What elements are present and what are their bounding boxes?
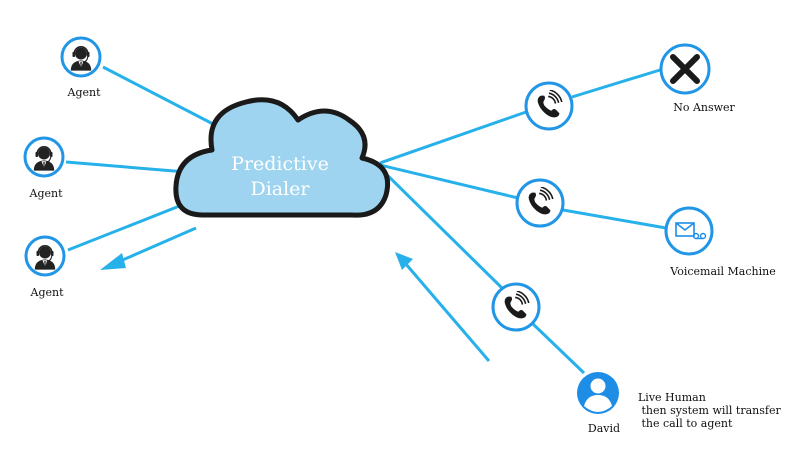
phone-ringing-icon [524, 81, 574, 131]
human-description: Live Human then system will transfer the… [638, 391, 781, 430]
x-mark-icon [659, 43, 711, 95]
phone-ringing-icon [515, 178, 565, 228]
link-voicemail [562, 208, 667, 230]
human-desc-line-1: Live Human [638, 391, 706, 404]
link-call-1 [379, 110, 527, 165]
cloud-title-line-2: Dialer [250, 178, 310, 200]
link-human [531, 322, 586, 375]
human-name-label: David [587, 422, 621, 435]
voicemail-icon [664, 206, 714, 256]
cloud-title-line-1: Predictive [231, 153, 329, 175]
link-call-3 [378, 166, 504, 290]
link-agent-2 [65, 160, 187, 174]
link-agent-3 [67, 203, 183, 252]
human-desc-line-3: the call to agent [638, 417, 733, 430]
link-call-2 [379, 163, 519, 200]
link-agent-1 [102, 65, 216, 127]
link-no-answer [571, 68, 661, 99]
incoming-arrow-to-dialer [395, 252, 491, 362]
agent-label: Agent [29, 187, 63, 200]
human-desc-line-2: then system will transfer [638, 404, 781, 417]
agent-label: Agent [30, 286, 64, 299]
person-avatar-icon [577, 372, 619, 414]
agent-label: Agent [67, 86, 101, 99]
cloud-title: Predictive Dialer [210, 152, 350, 202]
voicemail-label: Voicemail Machine [670, 265, 776, 278]
agent-headset-icon [24, 235, 66, 277]
agent-headset-icon [60, 36, 102, 78]
no-answer-label: No Answer [673, 101, 735, 114]
phone-ringing-icon [491, 282, 541, 332]
predictive-dialer-cloud [173, 97, 390, 218]
agent-headset-icon [23, 136, 65, 178]
transfer-arrow-to-agent [100, 226, 197, 270]
